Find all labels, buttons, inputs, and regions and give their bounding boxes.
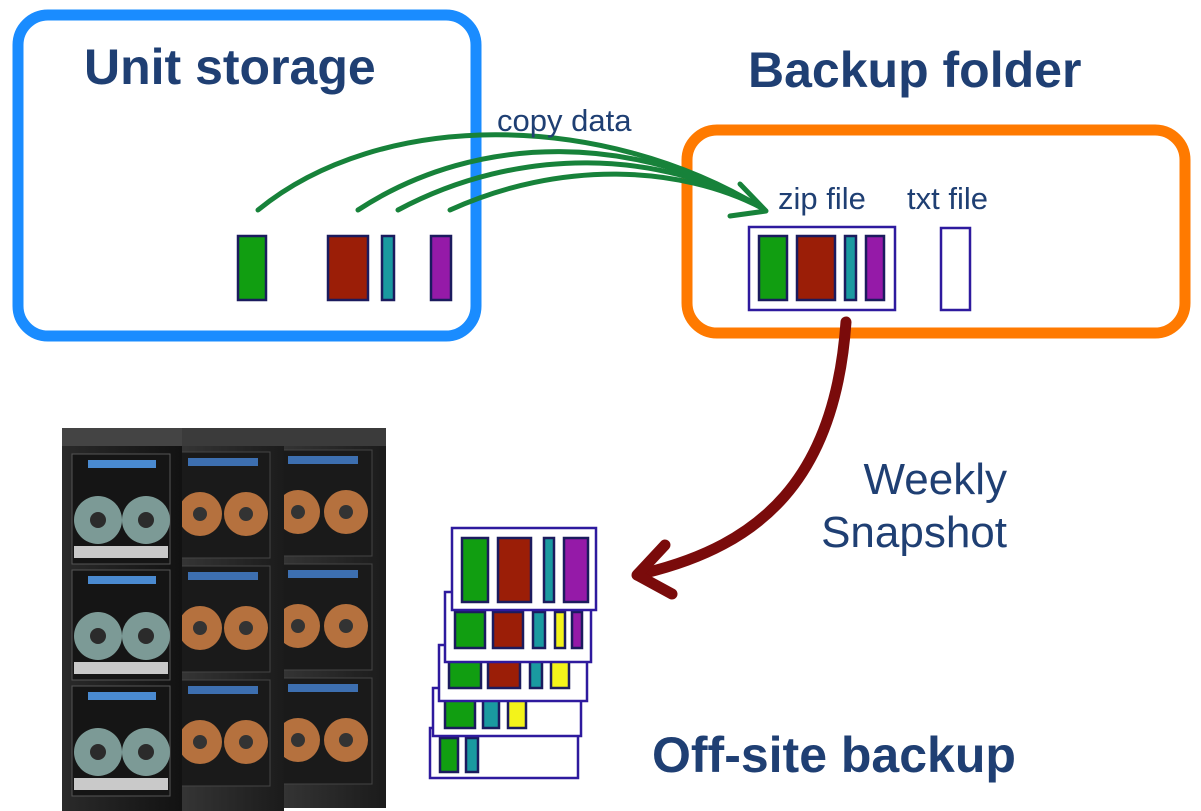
- snapshot-data-block: [531, 610, 547, 650]
- tape-library-image: [62, 428, 386, 811]
- snapshot-data-block: [570, 610, 584, 650]
- data-block: [236, 234, 268, 302]
- snapshot-data-block: [491, 610, 525, 650]
- snapshot-data-block: [460, 536, 490, 604]
- snapshot-data-block: [481, 696, 501, 730]
- txt-file-label: txt file: [907, 181, 988, 216]
- offsite-backup-title: Off-site backup: [652, 727, 1016, 783]
- snapshot-arrow: [631, 316, 852, 600]
- data-block: [380, 234, 396, 302]
- snapshot-stack: [428, 526, 598, 780]
- copy-arrow: [447, 171, 765, 213]
- zip-data-block: [864, 234, 886, 302]
- zip-data-block: [757, 234, 789, 302]
- zip-file-blocks: [757, 234, 886, 302]
- zip-data-block: [843, 234, 858, 302]
- data-block: [326, 234, 370, 302]
- copy-arrowhead: [727, 181, 769, 219]
- snapshot-data-block: [464, 736, 480, 774]
- zip-file-label: zip file: [778, 181, 866, 216]
- snapshot-data-block: [453, 610, 487, 650]
- backup-folder-box: [681, 124, 1191, 339]
- zip-data-block: [795, 234, 837, 302]
- snapshot-data-block: [562, 536, 590, 604]
- weekly-snapshot-label: Weekly Snapshot: [821, 454, 1007, 560]
- snapshot-data-block: [496, 536, 533, 604]
- txt-file: [939, 226, 972, 312]
- copy-arrows: [255, 132, 769, 219]
- copy-data-label: copy data: [497, 103, 632, 138]
- data-block: [429, 234, 453, 302]
- snapshot-data-block: [542, 536, 556, 604]
- snapshot-data-block: [506, 696, 528, 730]
- snapshot-data-block: [443, 696, 477, 730]
- unit-storage-box: [12, 9, 482, 342]
- snapshot-data-block: [438, 736, 460, 774]
- snapshot-data-block: [553, 610, 567, 650]
- backup-folder-title: Backup folder: [748, 42, 1082, 98]
- unit-storage-blocks: [236, 234, 453, 302]
- weekly-label: Weekly: [863, 455, 1007, 504]
- snapshot-label: Snapshot: [821, 507, 1007, 557]
- unit-storage-title: Unit storage: [84, 39, 376, 95]
- snapshot-arrowhead: [631, 539, 678, 600]
